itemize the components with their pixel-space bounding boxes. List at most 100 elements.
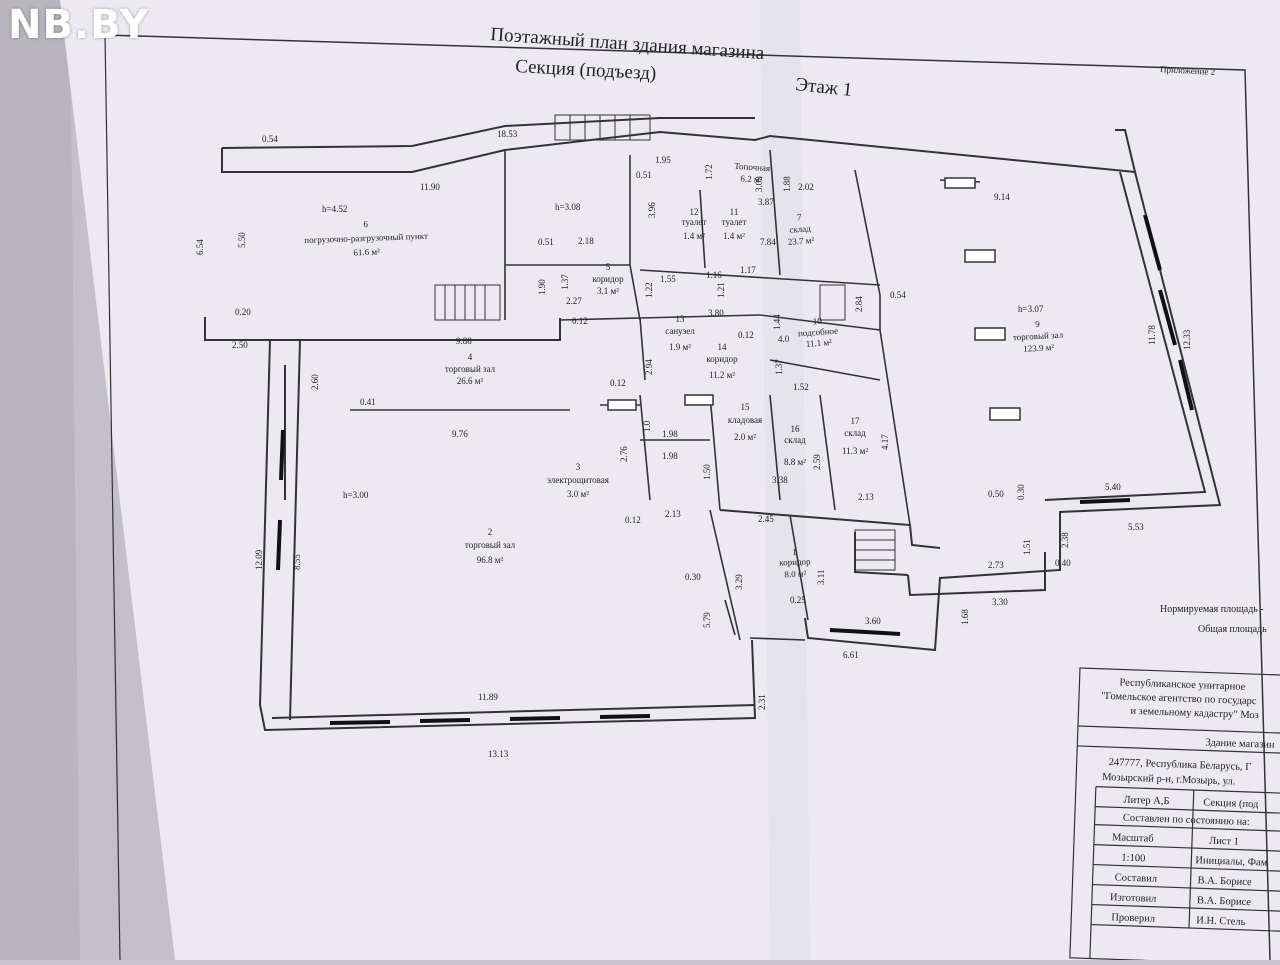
stamp-address-1: 247777, Республика Беларусь, Г (1109, 757, 1252, 773)
svg-text:9.88: 9.88 (456, 336, 472, 346)
site-watermark: NB.BY (8, 2, 150, 48)
stamp-compiled-by: В.А. Борисе (1197, 875, 1252, 888)
windows (276, 214, 1194, 725)
svg-text:23.7 м²: 23.7 м² (787, 235, 814, 247)
svg-text:11.3 м²: 11.3 м² (842, 446, 868, 456)
svg-text:18.53: 18.53 (497, 129, 518, 139)
svg-text:0.50: 0.50 (988, 489, 1004, 499)
svg-text:туалет: туалет (722, 217, 747, 227)
partitions (350, 149, 981, 641)
stamp-address-2: Мозырский р-н, г.Мозырь, ул. (1102, 772, 1236, 788)
svg-text:13: 13 (676, 314, 686, 324)
svg-text:0.51: 0.51 (538, 237, 554, 247)
svg-text:3.09: 3.09 (754, 176, 764, 192)
svg-text:3.11: 3.11 (816, 570, 826, 585)
svg-text:3.0 м²: 3.0 м² (567, 489, 589, 499)
svg-text:торговый зал: торговый зал (1013, 330, 1064, 343)
svg-text:12: 12 (690, 207, 699, 217)
svg-text:торговый зал: торговый зал (445, 364, 496, 374)
stamp-made-by: В.А. Борисе (1197, 895, 1252, 908)
svg-text:0.20: 0.20 (235, 307, 251, 317)
svg-text:2.50: 2.50 (232, 340, 248, 350)
outer-walls (204, 117, 1222, 732)
svg-text:3.38: 3.38 (772, 475, 788, 485)
svg-text:4: 4 (468, 352, 473, 362)
svg-text:1.44: 1.44 (772, 314, 782, 330)
room-label: 17 склад 11.3 м² (842, 416, 868, 456)
svg-text:4.0: 4.0 (778, 334, 790, 344)
svg-text:9: 9 (1035, 319, 1041, 329)
svg-text:8.55: 8.55 (292, 554, 302, 570)
stamp-org-2: "Гомельское агентство по государс (1101, 691, 1257, 707)
svg-text:1.68: 1.68 (960, 609, 970, 625)
svg-text:2.73: 2.73 (988, 560, 1004, 570)
svg-text:2.18: 2.18 (578, 236, 594, 246)
svg-text:11.78: 11.78 (1147, 325, 1157, 345)
svg-text:7: 7 (797, 212, 803, 222)
svg-text:123.9 м²: 123.9 м² (1023, 342, 1055, 354)
svg-text:2.59: 2.59 (812, 454, 822, 470)
svg-text:11.89: 11.89 (478, 692, 498, 702)
stamp-scale-label: Масштаб (1112, 832, 1154, 844)
svg-text:0.12: 0.12 (738, 330, 754, 340)
svg-text:1.37: 1.37 (560, 274, 570, 290)
svg-text:7.84: 7.84 (760, 237, 776, 247)
svg-text:5.40: 5.40 (1105, 482, 1121, 492)
stamp-checked-by: И.Н. Стель (1196, 915, 1246, 928)
svg-text:96.8 м²: 96.8 м² (477, 555, 504, 565)
stamp-made-label: Изготовил (1110, 892, 1157, 905)
stamp-initials: Инициалы, Фам (1195, 855, 1268, 869)
svg-text:6: 6 (363, 219, 368, 229)
svg-text:15: 15 (741, 402, 751, 412)
svg-text:санузел: санузел (665, 326, 695, 336)
svg-text:6.54: 6.54 (195, 239, 205, 255)
svg-text:1.98: 1.98 (662, 451, 678, 461)
svg-text:1.37: 1.37 (774, 359, 784, 375)
svg-text:1.52: 1.52 (793, 382, 809, 392)
svg-text:2.76: 2.76 (619, 446, 629, 462)
svg-text:3.80: 3.80 (708, 308, 724, 318)
stamp-scale: 1:100 (1121, 853, 1145, 865)
svg-text:9.14: 9.14 (994, 192, 1010, 202)
svg-text:1.21: 1.21 (716, 282, 726, 298)
stamp-compiled-label: Составил (1115, 872, 1158, 884)
svg-text:17: 17 (851, 416, 861, 426)
svg-text:1.88: 1.88 (782, 176, 792, 192)
svg-text:h=3.00: h=3.00 (343, 490, 369, 500)
svg-text:0.51: 0.51 (636, 170, 652, 180)
svg-text:торговый зал: торговый зал (465, 540, 516, 550)
svg-text:3.29: 3.29 (734, 574, 744, 590)
stamp-checked-label: Проверил (1111, 912, 1155, 925)
stamp-building: Здание магазин (1205, 737, 1275, 750)
svg-text:0.12: 0.12 (625, 515, 641, 525)
svg-text:1.50: 1.50 (702, 464, 712, 480)
svg-text:6.61: 6.61 (843, 650, 859, 660)
svg-text:8.8 м²: 8.8 м² (784, 457, 806, 467)
svg-text:коридор: коридор (706, 354, 738, 364)
svg-text:0.12: 0.12 (572, 316, 588, 326)
svg-text:3.60: 3.60 (865, 616, 881, 626)
svg-text:0.30: 0.30 (685, 572, 701, 582)
svg-text:1.90: 1.90 (537, 279, 547, 295)
svg-text:12.33: 12.33 (1182, 329, 1192, 350)
svg-text:5.53: 5.53 (1128, 522, 1144, 532)
svg-text:13.13: 13.13 (488, 749, 509, 759)
stairs (434, 114, 896, 571)
pillars (607, 177, 1021, 421)
svg-text:2.94: 2.94 (644, 359, 654, 375)
svg-text:склад: склад (844, 428, 866, 438)
svg-text:11.1 м²: 11.1 м² (805, 337, 832, 349)
svg-text:8.0 м²: 8.0 м² (784, 569, 807, 580)
svg-text:склад: склад (789, 223, 811, 235)
svg-text:0.41: 0.41 (360, 397, 376, 407)
